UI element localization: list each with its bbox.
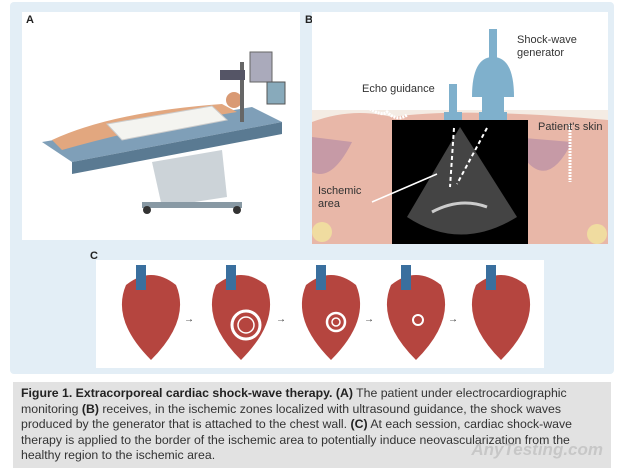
panel-a: A [22, 12, 300, 240]
ischemic-area-label: Ischemic area [318, 185, 362, 210]
caption-text-a: The patient under electrocardiographic m… [21, 386, 567, 416]
heart-5 [471, 265, 531, 360]
heart-2 [211, 265, 271, 360]
caption-title: Figure 1. Extracorporeal cardiac shock-w… [21, 386, 333, 400]
heart-sequence-illustration: → → → → [121, 265, 531, 360]
patients-skin-label: Patient's skin [538, 121, 603, 133]
caption-text-c: At each session, cardiac shock-wave ther… [21, 417, 572, 462]
shock-wave-illustration [312, 12, 608, 244]
caption-text-b: receives, in the ischemic zones localize… [21, 401, 561, 432]
svg-text:→: → [184, 314, 194, 325]
panel-c: → → → → [96, 260, 544, 368]
heart-4 [386, 265, 446, 360]
figure-caption: Figure 1. Extracorporeal cardiac shock-w… [13, 382, 611, 468]
shock-wave-generator-label: Shock-wave generator [517, 34, 577, 59]
caption-tag-c: (C) [350, 417, 368, 431]
panel-b: B Shock-wave generator Echo guidance Pat… [305, 12, 608, 244]
watermark: AnyTesting.com [471, 440, 603, 459]
caption-tag-a: (A) [335, 386, 353, 400]
panel-c-label: C [90, 250, 98, 262]
svg-text:→: → [364, 314, 374, 325]
figure-area: A B [10, 2, 614, 374]
heart-3 [301, 265, 361, 360]
panel-b-label: B [305, 14, 313, 26]
heart-1 [121, 265, 181, 360]
treatment-table-illustration [42, 51, 286, 214]
svg-text:→: → [448, 314, 458, 325]
svg-text:→: → [276, 314, 286, 325]
panel-a-label: A [26, 14, 34, 26]
echo-guidance-label: Echo guidance [362, 83, 435, 95]
caption-tag-b: (B) [81, 401, 99, 416]
